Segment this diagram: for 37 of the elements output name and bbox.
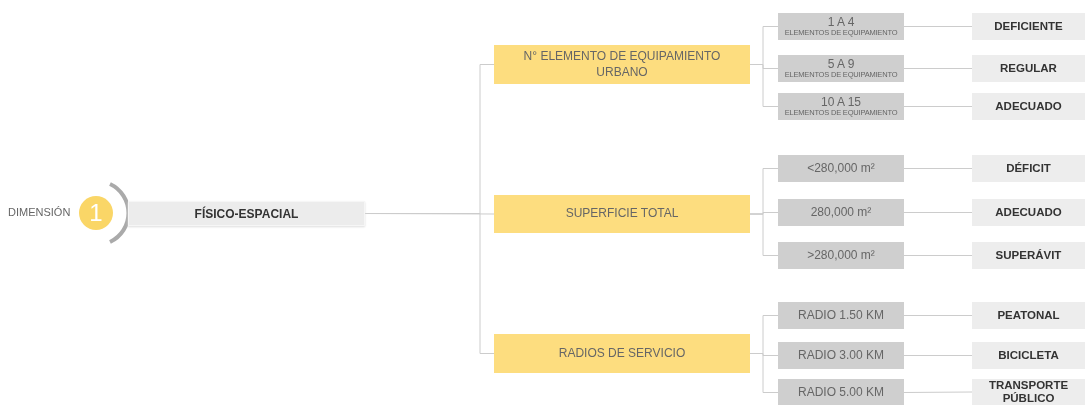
- range-box: [778, 55, 904, 82]
- rating-box: DÉFICIT: [972, 155, 1085, 182]
- range-box: 280,000 m²: [778, 199, 904, 226]
- range-box: RADIO 5.00 KM: [778, 379, 904, 405]
- connector-line: [903, 26, 973, 27]
- rating-box: REGULAR: [972, 55, 1085, 82]
- range-box: >280,000 m²: [778, 242, 904, 269]
- connector-line: [749, 213, 779, 256]
- rating-box: DEFICIENTE: [972, 13, 1085, 40]
- range-box: RADIO 3.00 KM: [778, 342, 904, 369]
- number-circle: 1: [79, 196, 113, 230]
- range-value: 5 A 9: [827, 58, 855, 71]
- connector-line: [903, 315, 973, 316]
- connector-line: [903, 212, 973, 213]
- connector-line: [903, 106, 973, 107]
- connector-line: [903, 255, 973, 256]
- range-value: 10 A 15: [820, 96, 861, 109]
- dimension-label: DIMENSIÓN: [8, 206, 71, 218]
- connector-line: [903, 355, 973, 356]
- range-box: RADIO 1.50 KM: [778, 302, 904, 329]
- connector-line: [903, 168, 973, 169]
- category-box: RADIOS DE SERVICIO: [494, 334, 750, 373]
- range-box: [778, 13, 904, 40]
- rating-box: BICICLETA: [972, 342, 1085, 369]
- category-box: SUPERFICIE TOTAL: [494, 195, 750, 233]
- dimension-box: FÍSICO-ESPACIAL: [128, 201, 365, 226]
- connector-line: [903, 68, 973, 69]
- rating-box: SUPERÁVIT: [972, 242, 1085, 269]
- range-box: [778, 93, 904, 120]
- range-value: 1 A 4: [827, 16, 855, 29]
- rating-box: PEATONAL: [972, 302, 1085, 329]
- connector-line: [903, 391, 973, 393]
- rating-box: ADECUADO: [972, 93, 1085, 120]
- range-box: <280,000 m²: [778, 155, 904, 182]
- rating-box: ADECUADO: [972, 199, 1085, 226]
- rating-box: TRANSPORTE PÚBLICO: [972, 379, 1085, 405]
- category-box: N° ELEMENTO DE EQUIPAMIENTO URBANO: [494, 45, 750, 84]
